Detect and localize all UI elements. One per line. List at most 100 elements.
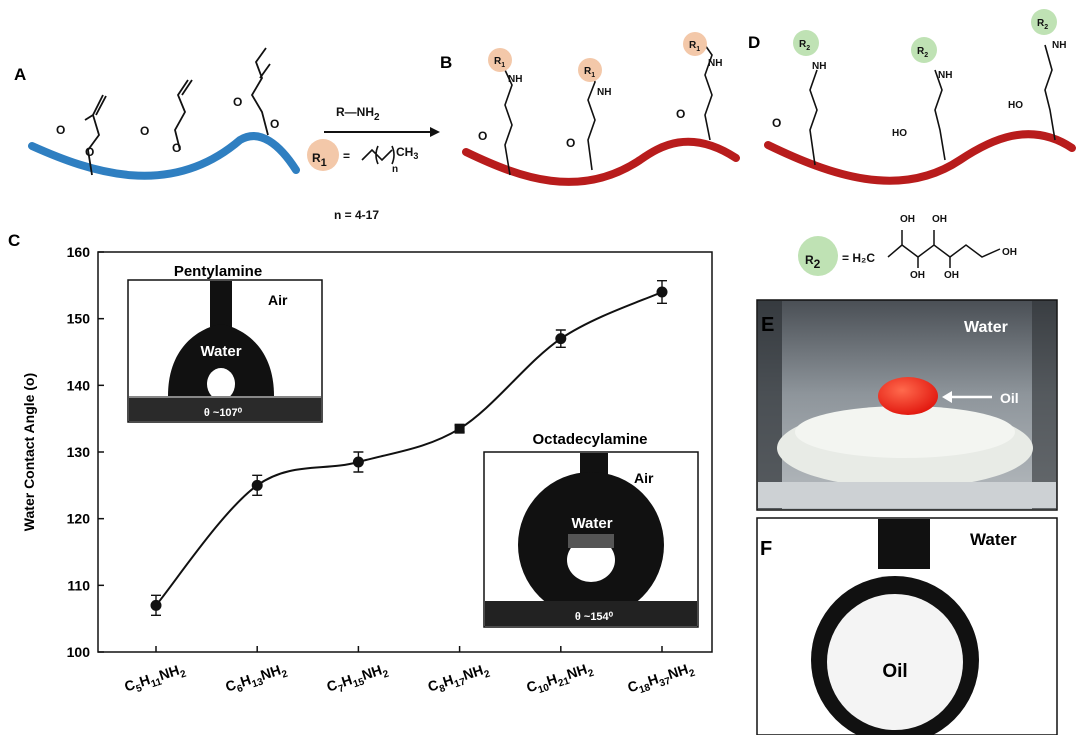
- panel-label-b: B: [440, 53, 452, 72]
- data-point: [555, 333, 567, 345]
- inset-air-pentylamine: Air: [268, 292, 288, 308]
- y-tick-label: 100: [67, 644, 91, 660]
- data-point: [454, 423, 465, 434]
- amine-chains-d: [809, 44, 1056, 166]
- ester-o-2: O: [172, 141, 181, 155]
- data-points: [150, 279, 668, 617]
- photo-e-oil: Oil: [1000, 390, 1019, 406]
- reagent-label: R—NH2: [336, 105, 380, 123]
- panel-c: C Water Contact Angle (o) 100 110 120 130 14…: [8, 231, 713, 699]
- panel-label-f: F: [760, 538, 772, 560]
- sugar-chain: [887, 230, 1001, 268]
- ho-d2: HO: [892, 128, 907, 139]
- o-d1: O: [772, 116, 781, 130]
- r1-circle: [307, 139, 339, 171]
- inset-title-pentylamine: Pentylamine: [174, 263, 262, 280]
- photo-f-oil: Oil: [882, 661, 907, 682]
- x-tick-label: C10H21NH2: [524, 659, 596, 699]
- ho-d3: HO: [1008, 100, 1023, 111]
- r2-circle-d3: [1031, 9, 1057, 35]
- r1-equals: =: [343, 149, 350, 163]
- r1-label: R1: [312, 151, 327, 169]
- y-tick-label: 130: [67, 444, 91, 460]
- ester-o-3: O: [270, 117, 279, 131]
- data-point: [251, 479, 263, 491]
- panel-f: F Water Oil: [756, 517, 1058, 735]
- panel-label-d: D: [748, 33, 760, 52]
- r1-b3: R1: [689, 40, 700, 53]
- data-point: [656, 286, 668, 298]
- oh-3: OH: [910, 270, 925, 281]
- panel-a: A O O O O O O: [14, 47, 300, 180]
- acrylate-group-2: [174, 79, 193, 151]
- oh-2: OH: [932, 214, 947, 225]
- r2-def-label: R2: [805, 253, 821, 271]
- photo-f-water: Water: [970, 530, 1017, 549]
- nh-b1: NH: [508, 74, 522, 85]
- nh-b3: NH: [708, 58, 722, 69]
- nh-d2: NH: [938, 70, 952, 81]
- inset-water-octadecylamine: Water: [571, 515, 612, 532]
- n-subscript: n: [392, 164, 398, 175]
- x-tick-label: C6H13NH2: [223, 660, 289, 699]
- inset-angle-pentylamine: θ ~107⁰: [204, 407, 243, 419]
- r2-circle-def: [798, 236, 838, 276]
- nh-d3: NH: [1052, 40, 1066, 51]
- photo-e-water: Water: [964, 319, 1008, 336]
- series-line: [155, 291, 663, 606]
- inset-title-octadecylamine: Octadecylamine: [532, 431, 647, 448]
- x-tick-label: C18H37NH2: [626, 659, 698, 699]
- panel-d: D R2 NH O R2 NH HO R2 NH HO R2 = H₂C OH …: [748, 9, 1076, 281]
- x-tick-label: C5H11NH2: [122, 660, 188, 698]
- y-tick-label: 140: [67, 377, 91, 393]
- oil-arrow-head-icon: [942, 391, 952, 403]
- arrow-head-icon: [430, 127, 440, 137]
- data-point: [352, 456, 364, 468]
- x-tick-label: C8H17NH2: [426, 660, 492, 699]
- y-tick-label: 150: [67, 311, 91, 327]
- oh-4: OH: [944, 270, 959, 281]
- grafted-wave-red-b: [462, 137, 740, 186]
- x-axis-ticks: C5H11NH2C6H13NH2C7H15NH2C8H17NH2C10H21NH…: [122, 646, 698, 699]
- inset-angle-octadecylamine: θ ~154⁰: [575, 611, 614, 623]
- panel-label-c: C: [8, 231, 20, 250]
- r2-circle-d1: [793, 30, 819, 56]
- inset-octadecylamine: Octadecylamine Air Water θ ~154⁰: [483, 431, 699, 628]
- y-axis-label: Water Contact Angle (o): [21, 373, 37, 531]
- panel-label-a: A: [14, 65, 26, 84]
- carbonyl-o-1: O: [56, 123, 65, 137]
- r1-circle-b3: [683, 32, 707, 56]
- acrylate-group-3: [250, 47, 271, 136]
- carbonyl-o-2: O: [140, 124, 149, 138]
- alkyl-chain-bracket: [361, 145, 395, 165]
- o-b2: O: [566, 136, 575, 150]
- y-tick-label: 120: [67, 511, 91, 527]
- nh-b2: NH: [597, 87, 611, 98]
- panel-e: E Water Oil: [756, 299, 1058, 511]
- acrylate-group-1: [84, 94, 107, 176]
- o-b1: O: [478, 129, 487, 143]
- r1-b1: R1: [494, 56, 505, 69]
- inset-pentylamine: Pentylamine Air Water θ ~107⁰: [127, 263, 323, 423]
- oh-1: OH: [900, 214, 915, 225]
- o-b3: O: [676, 107, 685, 121]
- reaction-scheme: R—NH2 R1 = n CH3 n = 4-17: [307, 105, 440, 222]
- r1-circle-b2: [578, 58, 602, 82]
- inset-water-pentylamine: Water: [200, 343, 241, 360]
- substrate-wave-blue: [28, 132, 300, 180]
- carbonyl-o-3: O: [233, 95, 242, 109]
- r1-b2: R1: [584, 66, 595, 79]
- grafted-wave-red-d: [764, 130, 1076, 185]
- r2-d3: R2: [1037, 18, 1048, 31]
- r2-formula: = H₂C: [842, 251, 875, 265]
- y-tick-label: 110: [67, 577, 90, 593]
- r2-circle-d2: [911, 37, 937, 63]
- nh-d1: NH: [812, 61, 826, 72]
- r2-d1: R2: [799, 39, 810, 52]
- r2-d2: R2: [917, 46, 928, 59]
- inset-air-octadecylamine: Air: [634, 470, 654, 486]
- data-point: [150, 599, 162, 611]
- ester-o-1: O: [85, 145, 94, 159]
